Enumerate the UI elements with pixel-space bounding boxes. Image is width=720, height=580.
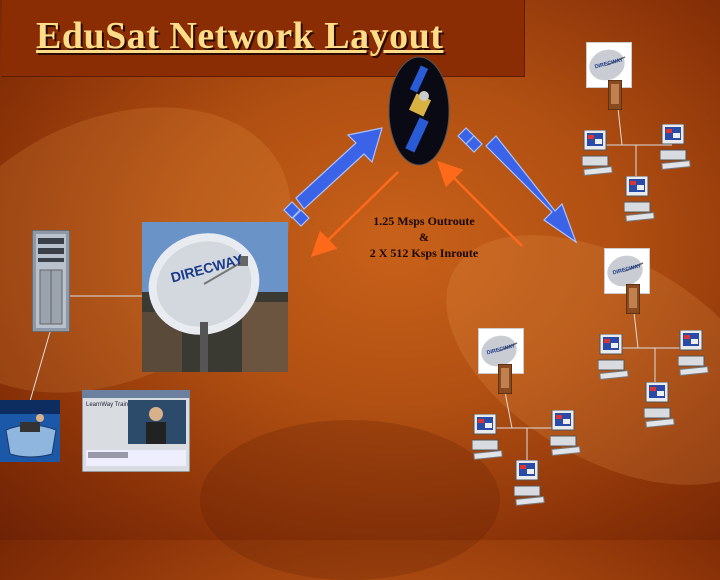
outroute-arrow xyxy=(310,171,399,257)
satellite-dish-photo: DIRECWAY xyxy=(142,222,288,372)
inroute-rate: 2 X 512 Ksps Inroute xyxy=(369,246,479,260)
downlink-arrow xyxy=(457,127,578,244)
computer-icon xyxy=(549,409,582,456)
computer-icon xyxy=(659,123,692,170)
computer-icon xyxy=(513,459,546,506)
title-banner: EduSat Network Layout xyxy=(2,0,525,77)
computer-icon xyxy=(623,175,656,222)
training-screen-icon: LearnWay Training xyxy=(82,390,190,472)
computer-icon xyxy=(597,333,630,380)
server-rack-icon xyxy=(32,230,70,332)
link-capacity-label: 1.25 Msps Outroute & 2 X 512 Ksps Inrout… xyxy=(352,213,496,261)
computer-icon xyxy=(643,381,676,428)
ampersand: & xyxy=(419,230,429,244)
vsat-dish-icon: DIRECWAY xyxy=(478,328,524,374)
computer-icon xyxy=(581,129,614,176)
uplink-arrow xyxy=(283,127,383,227)
modem-icon xyxy=(625,283,641,315)
studio-desk-icon xyxy=(0,400,60,462)
computer-icon xyxy=(471,413,504,460)
modem-icon xyxy=(607,79,623,111)
outroute-rate: 1.25 Msps Outroute xyxy=(373,214,475,228)
page-title: EduSat Network Layout xyxy=(36,15,444,57)
training-window-title: LearnWay Training xyxy=(86,402,136,408)
inroute-arrow xyxy=(436,160,523,247)
satellite-icon xyxy=(388,56,450,166)
computer-icon xyxy=(677,329,710,376)
network-diagram-lines xyxy=(27,107,690,462)
modem-icon xyxy=(497,363,513,395)
